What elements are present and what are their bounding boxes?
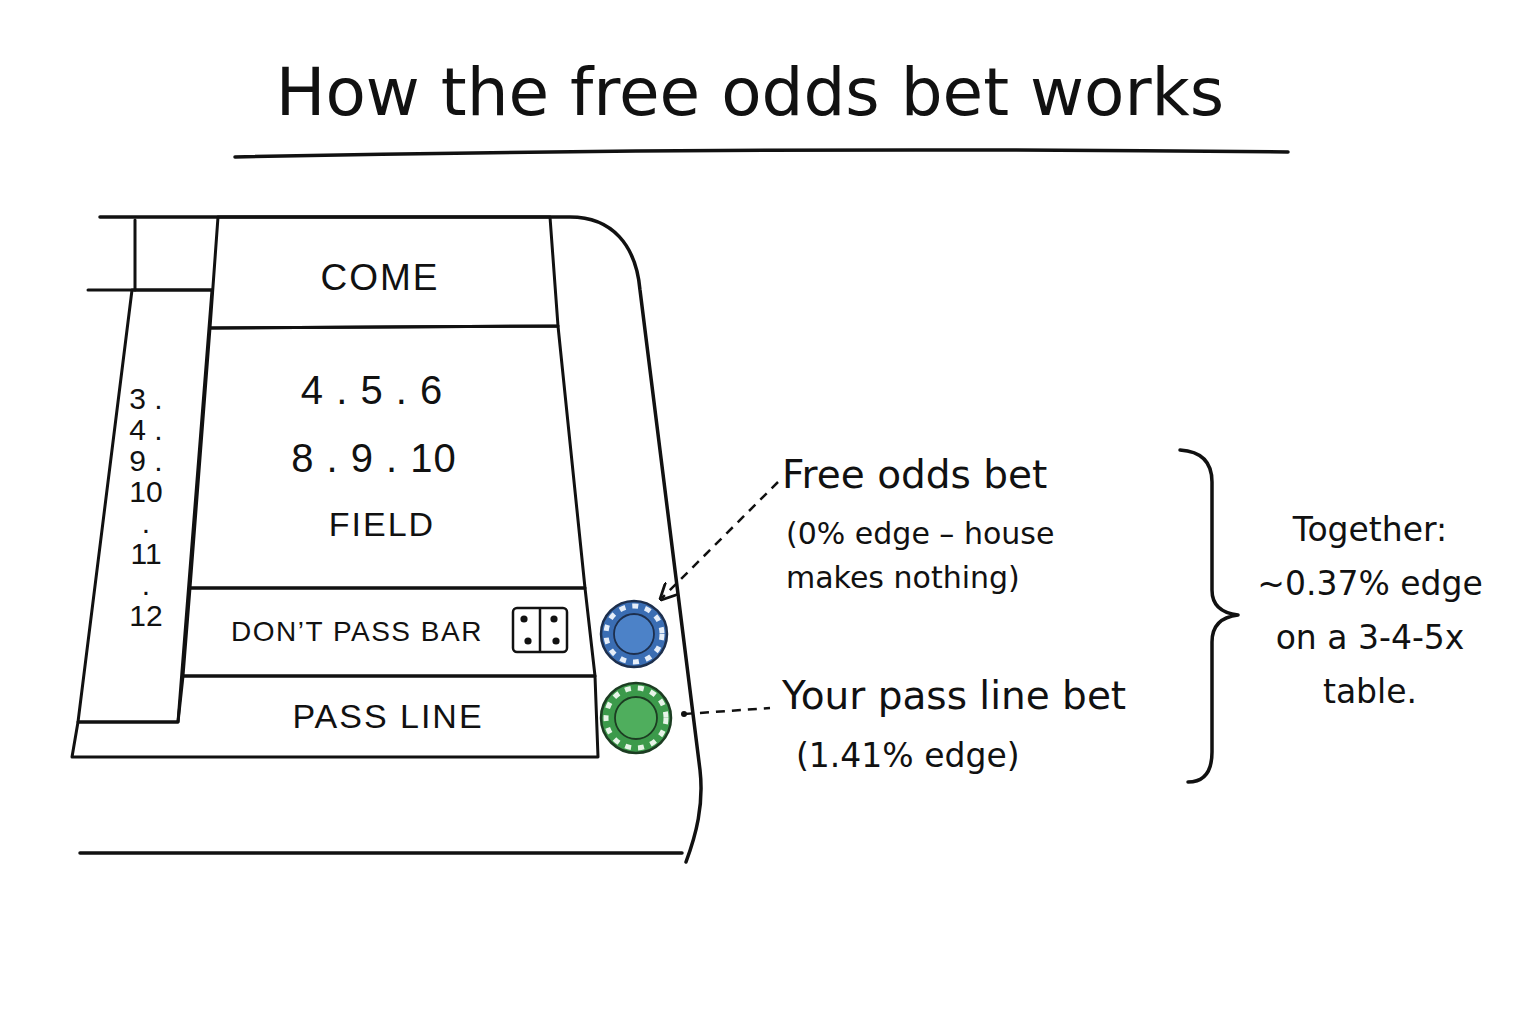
region-outline bbox=[183, 588, 595, 676]
table-divider-line bbox=[134, 220, 137, 290]
pass-line-chip bbox=[601, 683, 671, 753]
field-area: 4 . 5 . 6 8 . 9 . 10 FIELD bbox=[190, 326, 585, 588]
region-outline bbox=[210, 217, 558, 328]
pass-line-area: PASS LINE bbox=[72, 676, 598, 757]
table-label: PASS LINE bbox=[292, 697, 483, 736]
summary-note: Together: ~0.37% edge on a 3-4-5x table. bbox=[1245, 503, 1495, 719]
dont-pass-bar-area: DON’T PASS BAR bbox=[183, 588, 595, 676]
table-label: 8 . 9 . 10 bbox=[291, 436, 457, 481]
dice-outline bbox=[513, 608, 567, 652]
callout-note: (0% edge – house makes nothing) bbox=[786, 512, 1146, 600]
odds-chip bbox=[601, 601, 667, 667]
dice-pip bbox=[552, 637, 559, 644]
callout-heading: Free odds bet bbox=[782, 452, 1047, 497]
dice-divider bbox=[539, 609, 542, 651]
table-bottom-line bbox=[80, 851, 682, 855]
chip-center bbox=[614, 614, 654, 654]
callout-heading: Your pass line bet bbox=[782, 673, 1126, 718]
diagram-title: How the free odds bet works bbox=[276, 54, 1224, 131]
come-area: COME bbox=[210, 217, 558, 328]
table-label: COME bbox=[321, 257, 440, 299]
chip-center bbox=[615, 697, 657, 739]
table-label: 4 . 5 . 6 bbox=[301, 368, 443, 413]
leader-arrow bbox=[662, 482, 778, 598]
leader-dot bbox=[681, 711, 687, 717]
chip-body bbox=[601, 683, 671, 753]
region-outline bbox=[72, 676, 598, 757]
chip-stripes bbox=[606, 606, 662, 662]
dice-icon bbox=[513, 608, 567, 652]
region-outline bbox=[190, 326, 585, 588]
table-outline bbox=[100, 217, 701, 862]
table-label: 3 . 4 . 9 . 10 . 11 . 12 bbox=[124, 383, 168, 631]
chip-body bbox=[601, 601, 667, 667]
callout-note: (1.41% edge) bbox=[796, 736, 1020, 775]
leader-line bbox=[684, 708, 770, 714]
dice-pip bbox=[520, 615, 527, 622]
chip-stripes bbox=[606, 688, 666, 748]
table-label: FIELD bbox=[329, 505, 435, 544]
curly-brace bbox=[1180, 450, 1238, 782]
numbers-strip: 3 . 4 . 9 . 10 . 11 . 12 bbox=[78, 290, 212, 722]
title-underline bbox=[235, 150, 1288, 157]
dice-pip bbox=[550, 615, 557, 622]
table-label: DON’T PASS BAR bbox=[231, 616, 483, 648]
region-outline bbox=[78, 290, 212, 722]
dice-pip bbox=[524, 637, 531, 644]
